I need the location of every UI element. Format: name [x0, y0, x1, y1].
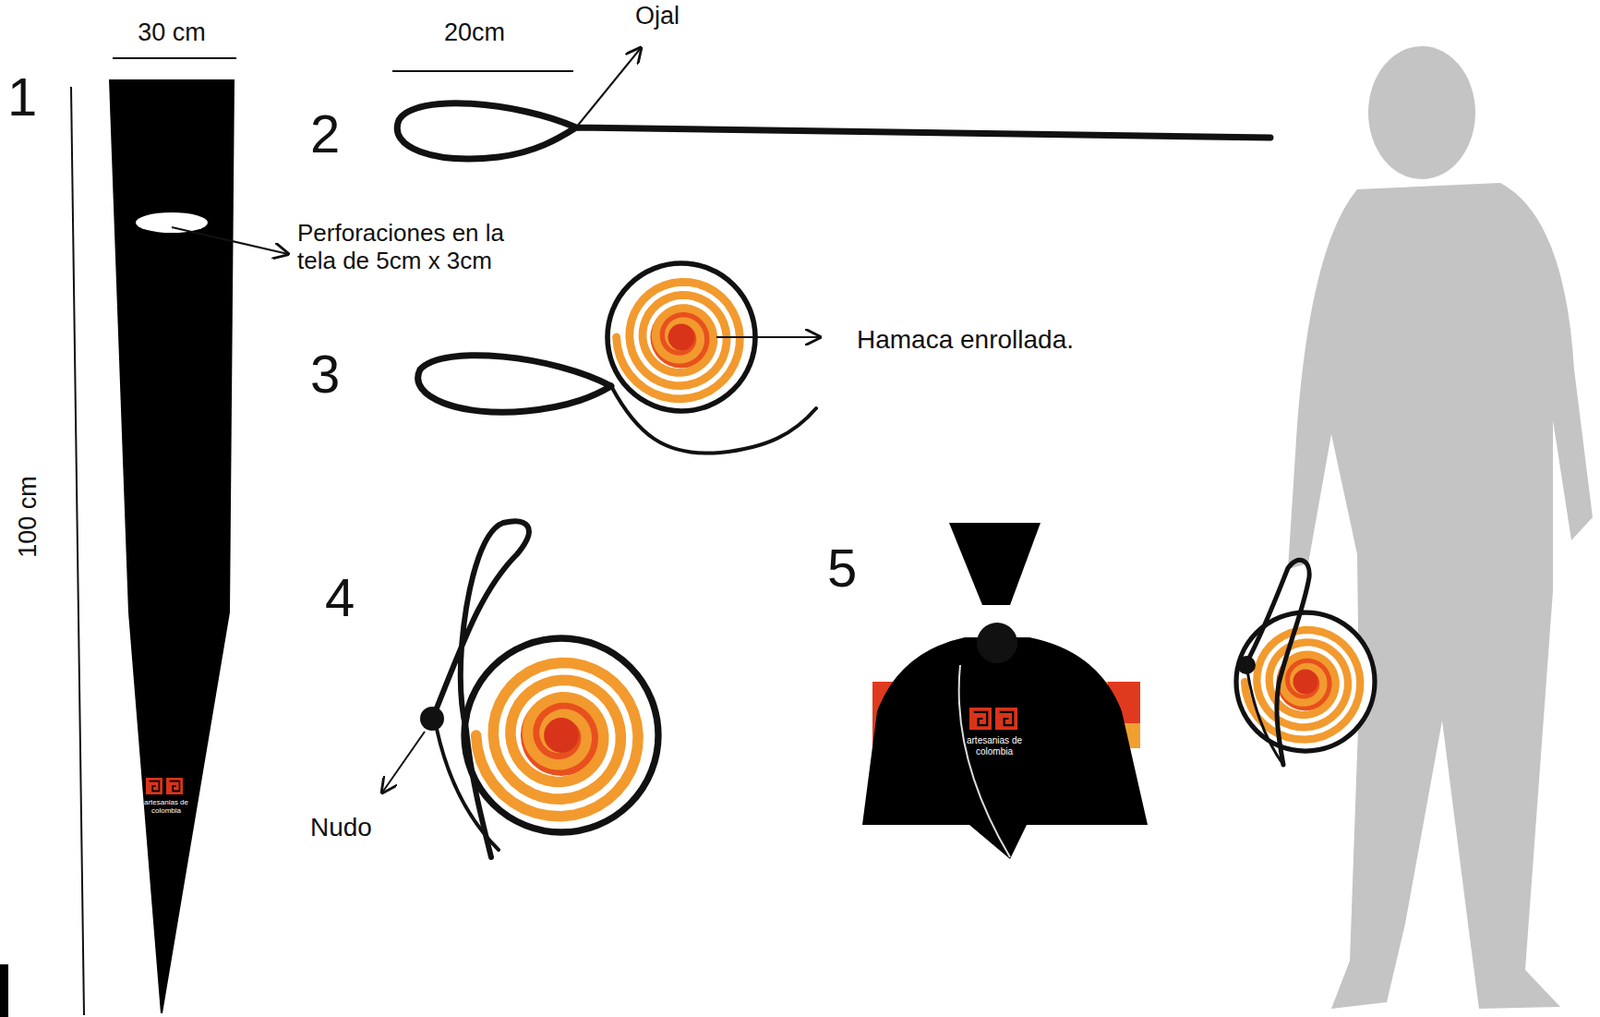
cord-tail	[611, 385, 817, 454]
callout-number: 1	[7, 66, 37, 129]
annotation-text: Hamaca enrollada.	[856, 324, 1074, 355]
logo-mark	[969, 707, 1018, 730]
dimension-line	[392, 70, 574, 73]
logo-maze	[149, 781, 160, 792]
cord-tail	[433, 714, 499, 850]
leader-line	[716, 336, 820, 338]
annotation-text: 20cm	[444, 18, 506, 48]
fabric-strip	[108, 79, 235, 1013]
annotation-text: 30 cm	[137, 18, 206, 48]
cord-loop	[418, 355, 612, 413]
annotation-text: 100 cm	[12, 476, 42, 559]
spiral-stroke	[1293, 669, 1319, 695]
person-silhouette	[1287, 182, 1593, 1009]
cord-tail	[1246, 662, 1284, 765]
spiral-stroke	[464, 637, 659, 832]
leader-line	[576, 48, 641, 128]
spiral-stroke	[543, 717, 579, 753]
logo-square	[969, 707, 992, 730]
person-silhouette	[1368, 46, 1476, 180]
spiral-stroke	[476, 662, 639, 817]
rolled-hammock	[1236, 612, 1375, 751]
knot	[1237, 655, 1256, 674]
logo-maze	[999, 711, 1013, 725]
fabric-hole	[135, 212, 208, 233]
corner-mark	[0, 963, 9, 1017]
cord-loop	[433, 520, 530, 857]
fabric-top	[949, 522, 1041, 605]
wrapped-hammock	[862, 637, 1148, 859]
callout-number: 3	[310, 343, 340, 406]
annotation-text: artesanias de colombia	[965, 734, 1023, 757]
logo-maze	[169, 781, 181, 792]
logo-square	[995, 707, 1018, 730]
cord-with-loop	[396, 103, 1271, 159]
logo-square	[145, 777, 163, 794]
knot	[976, 622, 1018, 663]
dimension-line	[112, 57, 237, 60]
spiral-stroke	[1236, 612, 1375, 751]
logo-square	[166, 777, 183, 794]
dimension-line	[71, 86, 85, 1015]
annotation-text: Nudo	[310, 812, 373, 843]
callout-number: 4	[324, 566, 355, 629]
knot	[420, 706, 445, 731]
rolled-hammock	[464, 637, 659, 832]
logo-maze	[974, 711, 987, 725]
fabric-fold	[959, 664, 1011, 857]
annotation-text: artesanias de colombia	[143, 797, 190, 815]
leader-line	[171, 227, 289, 254]
logo-mark	[145, 777, 183, 794]
annotation-text: Perforaciones en la tela de 5cm x 3cm	[297, 219, 549, 276]
cord-loop	[1246, 559, 1310, 765]
annotation-text: Ojal	[635, 1, 680, 31]
spiral-stroke	[616, 281, 741, 399]
callout-number: 2	[310, 103, 340, 166]
spiral-stroke	[668, 324, 696, 351]
callout-number: 5	[827, 537, 857, 600]
leader-line	[382, 731, 425, 793]
